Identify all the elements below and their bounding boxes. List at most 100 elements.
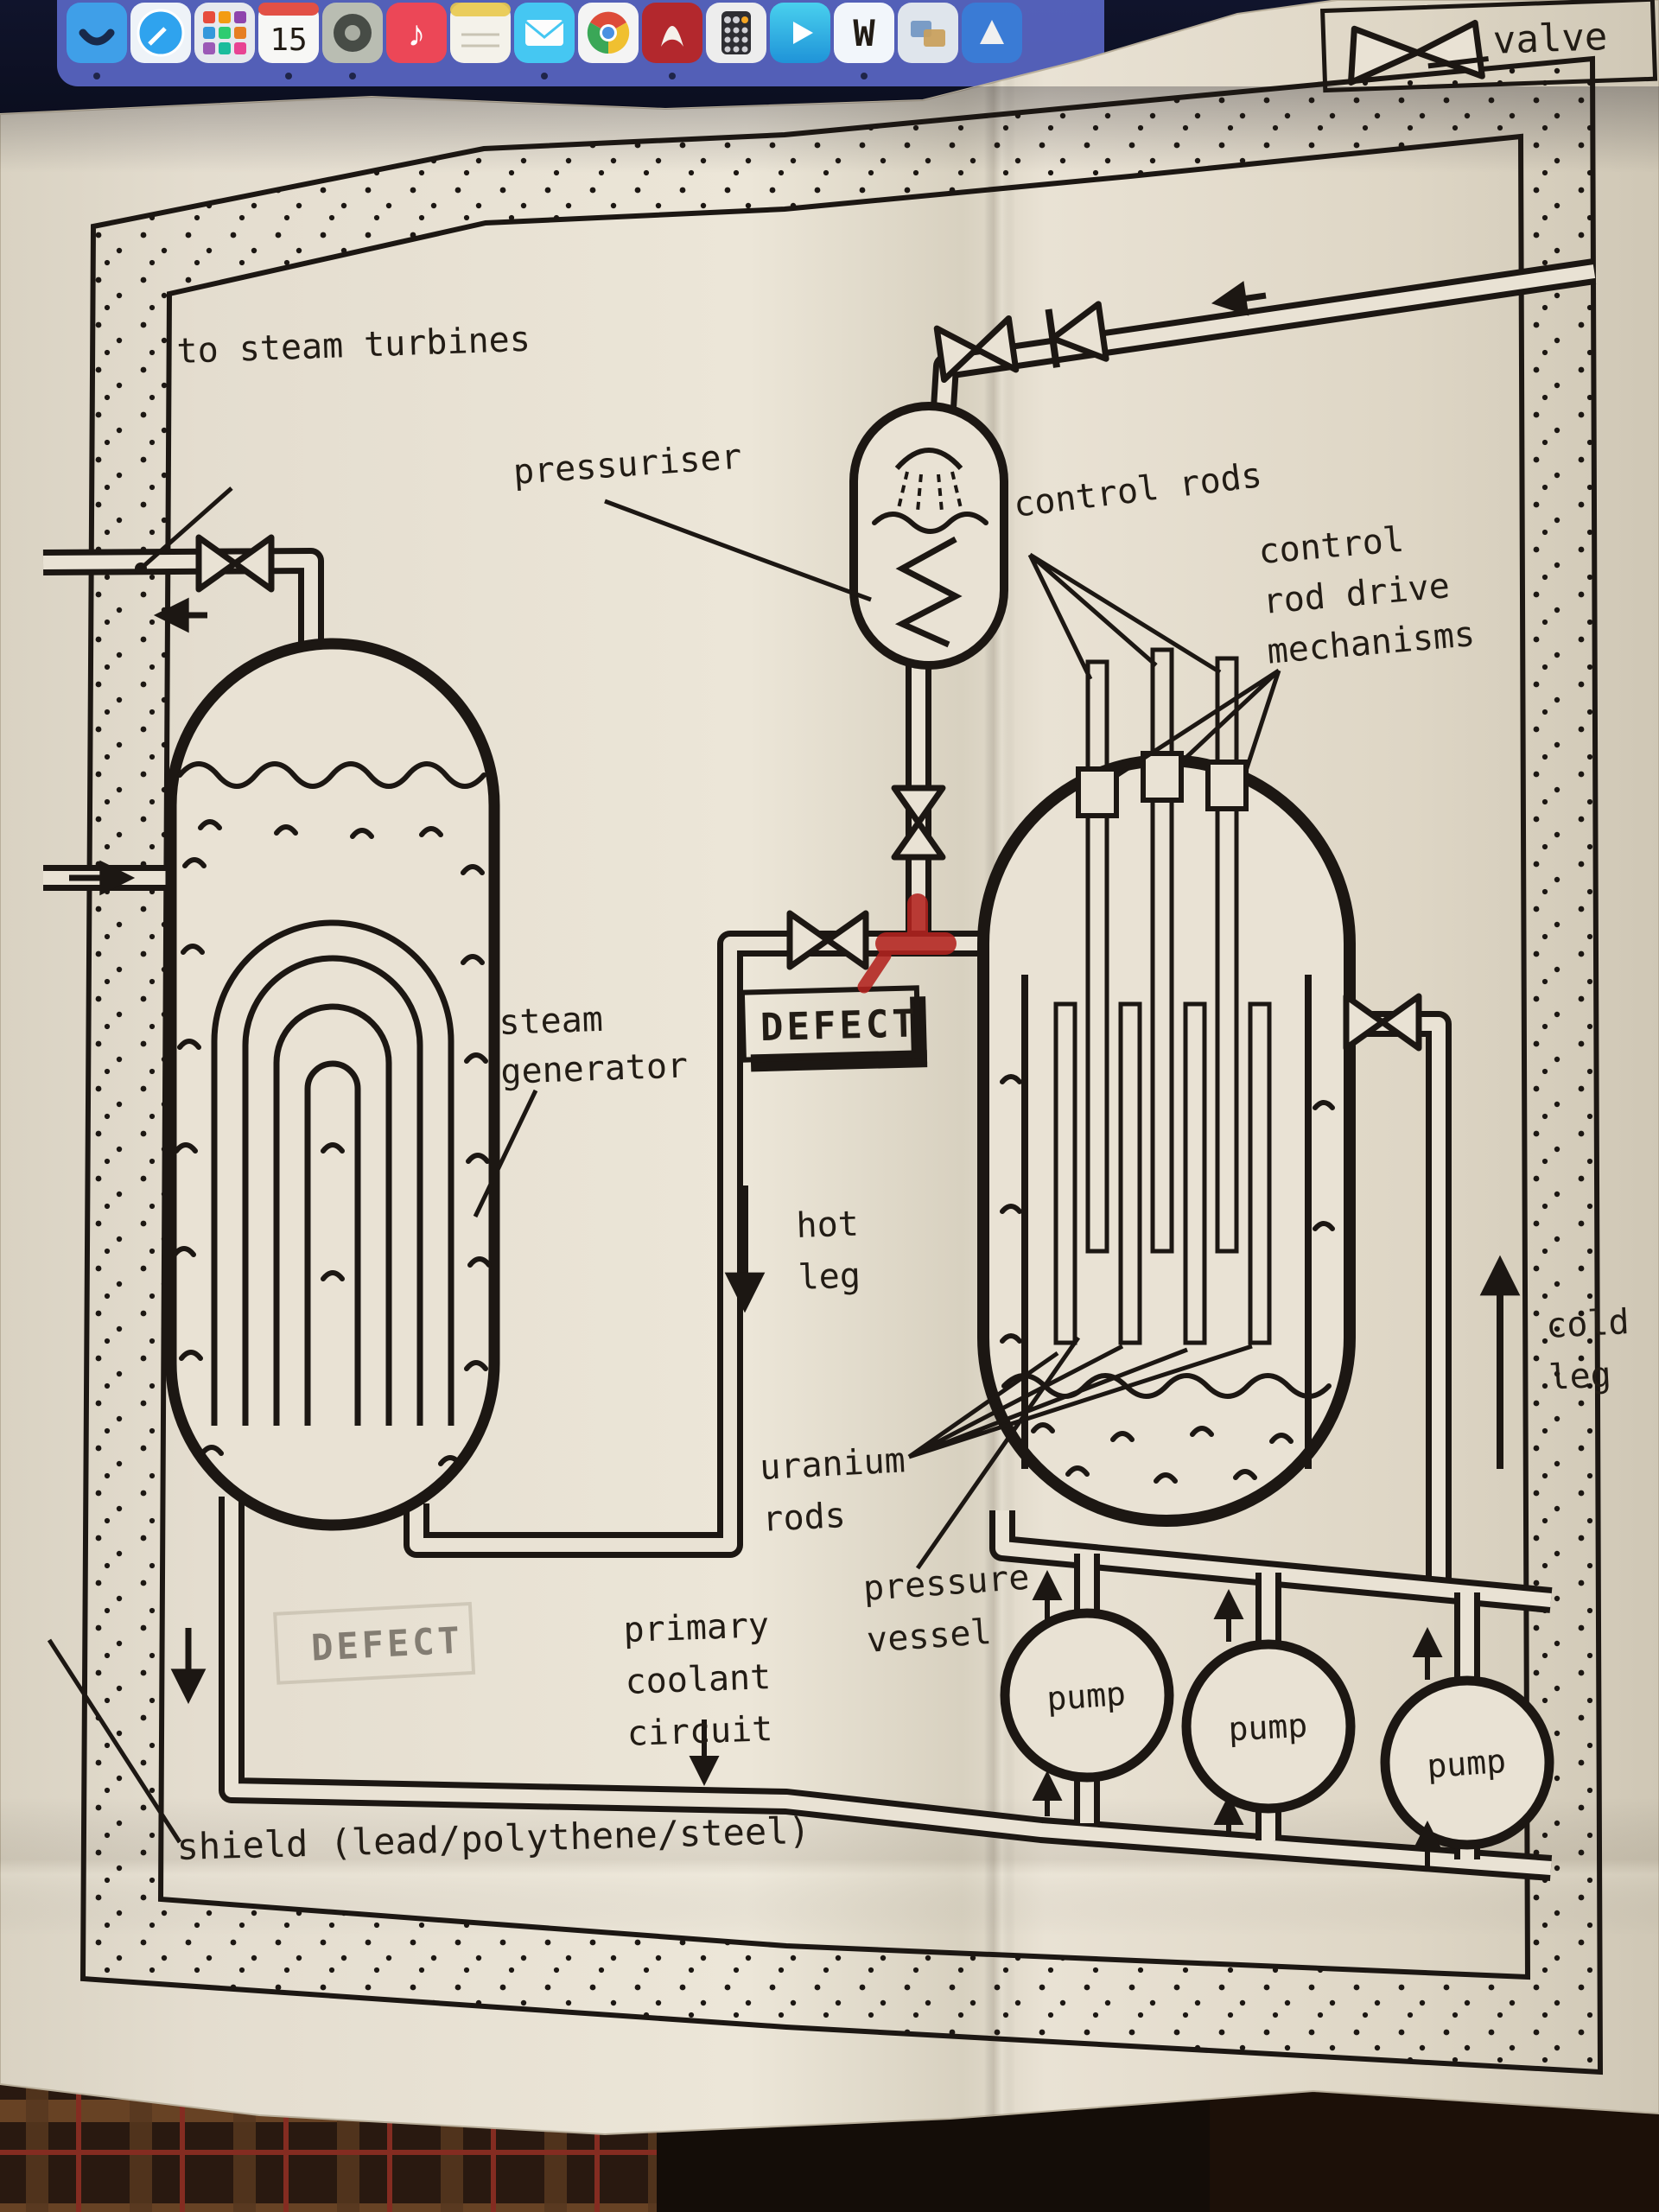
spray-lines (897, 471, 963, 512)
check-valve-icon (1045, 301, 1109, 368)
coolant-pumps: pump pump pump (1000, 1570, 1554, 1870)
vessel-water-marks (1000, 1074, 1335, 1484)
notes-icon (450, 3, 511, 63)
settings-icon (322, 3, 383, 63)
uranium-rods-label: uranium rods (759, 1440, 930, 1540)
control-rod-drive-housing (1076, 766, 1119, 818)
control-rod (1215, 656, 1239, 1254)
shield-pointer (47, 1638, 182, 1844)
pressuriser-supply-valve-icon (933, 315, 1020, 384)
chrome-icon (578, 3, 639, 63)
cold-leg-valve-icon (1343, 993, 1422, 1052)
flow-arrows (69, 281, 1521, 1786)
steam-generator-label-line: steam (499, 1000, 604, 1043)
pressure-vessel-pointer (915, 1336, 1081, 1570)
label-pointer-lines (47, 486, 1281, 1844)
control-rod-drive-housing (1205, 760, 1249, 811)
pcc-label-line: circuit (626, 1709, 773, 1754)
spray-head (894, 448, 963, 471)
pcc-label-line: coolant (625, 1657, 772, 1702)
launchpad-icon (194, 3, 255, 63)
photos-icon (898, 3, 958, 63)
word-letter: W (853, 12, 875, 54)
valve-legend: valve (1319, 0, 1658, 93)
word-icon: W (834, 3, 894, 63)
vessel-water-surface (1001, 1373, 1332, 1399)
pointer-dot (135, 563, 147, 575)
hot-leg-label: hot leg (796, 1204, 882, 1298)
control-rods-pointer-fan (1027, 552, 1222, 681)
uranium-rods-label-line: uranium (759, 1440, 906, 1488)
sg-water-marks (172, 819, 492, 1466)
pressuriser-water-line (872, 512, 988, 534)
defect-stamp-text: DEFECT (760, 1001, 918, 1050)
steam-outlet-pipe-bore (42, 554, 318, 644)
red-marker-annotations (857, 893, 957, 994)
uranium-rods-pointer-fan (907, 1344, 1253, 1459)
calculator-icon (706, 3, 766, 63)
core-barrel-walls (1021, 975, 1312, 1469)
valve-legend-label: valve (1492, 15, 1608, 63)
music-icon: ♪ (386, 3, 447, 63)
safari-icon (130, 3, 191, 63)
reactor-internals (1000, 975, 1335, 1484)
pump-3-label: pump (1426, 1742, 1507, 1785)
control-rods-group (1076, 647, 1249, 1254)
uranium-rod (1248, 1001, 1272, 1345)
pcc-label-line: primary (623, 1605, 770, 1650)
red-tick (857, 949, 892, 994)
steam-generator-internals (172, 761, 492, 1466)
pump-2-label: pump (1227, 1707, 1308, 1749)
hot-leg-label-line: hot (796, 1205, 860, 1246)
defect-stamp: DEFECT (739, 985, 928, 1072)
dock-running-indicators (93, 73, 868, 79)
pressuriser-internals (872, 448, 988, 648)
heater-zigzag (894, 536, 963, 648)
defect-ghost-stamp: DEFECT (273, 1601, 476, 1685)
steam-turbines-pointer (139, 486, 233, 570)
crdm-pointer-fan (1115, 668, 1281, 779)
defect-ghost-box (273, 1601, 476, 1685)
keynote-icon (962, 3, 1022, 63)
shield-outer-border (79, 55, 1604, 2075)
supply-in-arrow (1211, 281, 1267, 316)
sg-u-tubes (211, 919, 454, 1426)
pump-3-body (1380, 1675, 1554, 1850)
primary-return-run-bore (225, 1497, 1552, 1875)
pressuriser-pointer (604, 499, 872, 602)
control-rod (1085, 659, 1109, 1254)
hot-leg-valve-icon (786, 910, 869, 970)
steam-generator-vessel (165, 638, 500, 1531)
steam-generator-label: steam generator (499, 996, 689, 1092)
uranium-rod (1183, 1001, 1207, 1345)
steam-line-valve-icon (195, 534, 275, 593)
control-rod (1150, 647, 1174, 1254)
defect-ghost-text: DEFECT (310, 1618, 464, 1669)
cold-leg-label-line: cold (1545, 1302, 1630, 1346)
valve-legend-dash (1427, 55, 1489, 69)
valves (195, 301, 1422, 1052)
uranium-rod (1118, 1001, 1142, 1345)
calendar-day: 15 (270, 22, 307, 58)
primary-coolant-circuit-label: primary coolant circuit (623, 1605, 794, 1754)
cold-leg-label-line: leg (1548, 1355, 1612, 1398)
pump-1-label: pump (1046, 1675, 1127, 1718)
tv-icon (770, 3, 830, 63)
calendar-icon: 15 (258, 3, 319, 63)
pressure-vessel-label-line: vessel (866, 1612, 993, 1661)
pump-1-body (1000, 1608, 1174, 1783)
sg-water-surface (177, 761, 486, 789)
mail-icon (514, 3, 575, 63)
shield-dotted-band (83, 59, 1600, 2072)
pump-discharge-header-bore (995, 1510, 1552, 1607)
hot-leg-label-line: leg (798, 1255, 861, 1297)
cold-leg-label: cold leg (1545, 1301, 1654, 1398)
control-rod-drive-housing (1141, 751, 1184, 803)
defect-stamp-box (739, 985, 921, 1063)
uranium-rod (1053, 1001, 1077, 1345)
music-note-glyph: ♪ (408, 15, 426, 54)
steam-generator-pointer (473, 1089, 538, 1218)
acrobat-icon (642, 3, 702, 63)
